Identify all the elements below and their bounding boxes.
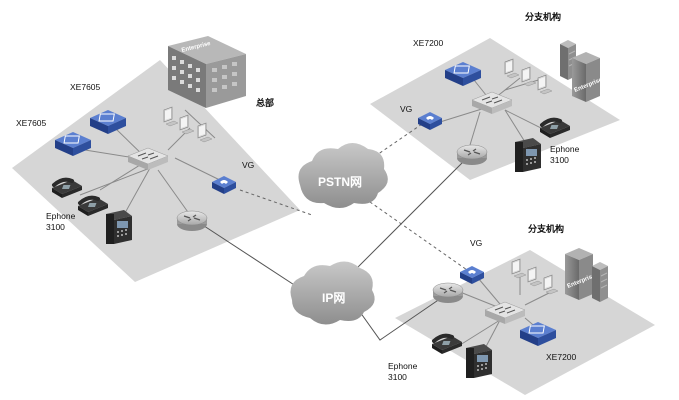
hq-platform (12, 60, 300, 282)
branch-bottom-platform (395, 250, 655, 395)
branch-bottom-router[interactable] (432, 282, 464, 304)
branch-bottom-ephone-label-line2: 3100 (388, 372, 407, 382)
branch-bottom-building: Enterprise (565, 248, 597, 300)
hq-xe7605-left-label: XE7605 (16, 118, 47, 128)
hq-xe7605-top-label: XE7605 (70, 82, 101, 92)
hq-building-label: 总部 (256, 97, 274, 109)
branch-top-vg-label: VG (400, 104, 412, 114)
hq-router[interactable] (176, 210, 208, 232)
hq-ephone-label-line2: 3100 (46, 222, 65, 232)
hq-ephone-label-line1: Ephone (46, 211, 76, 221)
branch-bottom-title: 分支机构 (528, 223, 564, 235)
ip-cloud-label: IP网 (322, 291, 345, 305)
hq-building: Enterprise (168, 36, 246, 108)
branch-top-building: Enterprise (572, 52, 604, 102)
branch-top-title: 分支机构 (525, 11, 561, 23)
branch-top-ephone[interactable] (515, 138, 541, 172)
branch-top-xe7200-label: XE7200 (413, 38, 444, 48)
branch-top-ephone-label-line2: 3100 (550, 155, 569, 165)
branch-bottom-server-1 (591, 261, 609, 303)
branch-bottom-ephone-label-line1: Ephone (388, 361, 418, 371)
branch-bottom-vg-label: VG (470, 238, 482, 248)
hq-vg-label: VG (242, 160, 254, 170)
ip-cloud: IP网 (290, 261, 375, 325)
branch-bottom-xe7200-label: XE7200 (546, 352, 577, 362)
pstn-cloud: PSTN网 (298, 143, 388, 208)
branch-bottom-ephone[interactable] (466, 344, 492, 378)
hq-ephone[interactable] (106, 210, 132, 244)
branch-top-ephone-label-line1: Ephone (550, 144, 580, 154)
branch-top-router[interactable] (456, 144, 488, 166)
pstn-cloud-label: PSTN网 (318, 175, 362, 189)
